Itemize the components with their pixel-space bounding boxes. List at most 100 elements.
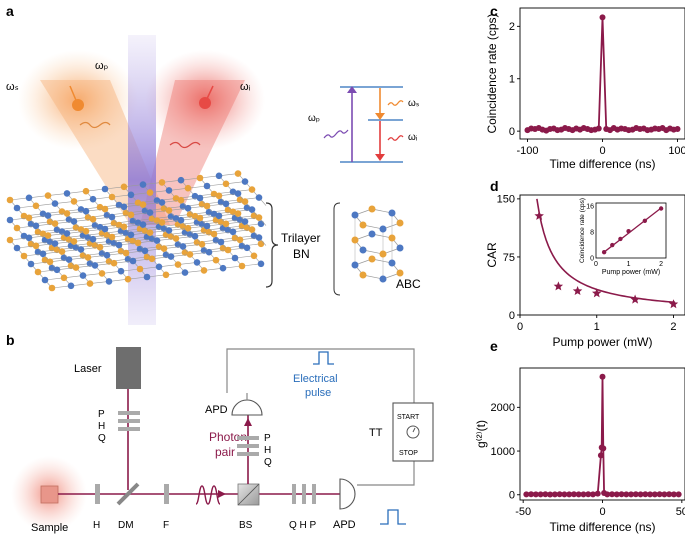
y-tick-label: 1 bbox=[509, 74, 515, 86]
boron-atom bbox=[210, 190, 218, 198]
boron-atom bbox=[186, 251, 194, 258]
nitrogen-atom bbox=[203, 222, 211, 230]
x-tick-label: 2 bbox=[670, 321, 676, 333]
omega-p-label: ωₚ bbox=[95, 60, 109, 72]
nitrogen-atom bbox=[44, 212, 52, 219]
omega-s-label: ωₛ bbox=[6, 81, 19, 93]
nitrogen-atom bbox=[179, 243, 187, 250]
inset-y-tick-label: 16 bbox=[586, 204, 594, 211]
nitrogen-atom bbox=[196, 194, 204, 202]
abc-atom-n bbox=[388, 209, 396, 217]
g2-data-point bbox=[561, 491, 568, 498]
nitrogen-atom bbox=[141, 247, 149, 255]
boron-atom bbox=[153, 217, 161, 224]
boron-atom bbox=[241, 198, 249, 205]
inset-y-tick-label: 8 bbox=[590, 230, 594, 237]
clock-hand bbox=[412, 427, 416, 433]
boron-atom bbox=[70, 198, 78, 205]
y-tick-label: 0 bbox=[509, 126, 515, 138]
y-axis-label: CAR bbox=[485, 242, 499, 268]
g2-data-point bbox=[599, 373, 606, 380]
inset-x-tick-label: 2 bbox=[659, 261, 663, 268]
electrical-label: Electrical bbox=[293, 373, 338, 385]
nitrogen-atom bbox=[234, 190, 242, 197]
boron-atom bbox=[122, 249, 130, 257]
abc-atom-n bbox=[368, 230, 376, 238]
boron-atom bbox=[212, 256, 220, 264]
boron-atom bbox=[146, 189, 154, 196]
signal-squiggle bbox=[387, 100, 404, 106]
g2-data-point bbox=[537, 491, 544, 498]
top-waveplate-h bbox=[237, 444, 259, 448]
filter-f bbox=[164, 484, 169, 504]
nitrogen-atom bbox=[96, 223, 104, 231]
beam-splitter-diagonal bbox=[237, 483, 260, 506]
inset-x-tick-label: 0 bbox=[594, 261, 598, 268]
boron-atom bbox=[58, 248, 66, 255]
boron-atom bbox=[236, 236, 244, 244]
reflected-arrow bbox=[244, 418, 252, 426]
boron-atom bbox=[148, 255, 156, 263]
bs-label: BS bbox=[239, 520, 253, 531]
omega-i-label: ωᵢ bbox=[240, 81, 251, 93]
nitrogen-atom bbox=[217, 238, 225, 246]
x-tick-label: 50 bbox=[676, 506, 685, 518]
g2-data-point bbox=[597, 452, 604, 459]
x-tick-label: 0 bbox=[599, 506, 605, 518]
panel-letter-a: a bbox=[6, 3, 14, 19]
boron-atom bbox=[72, 264, 80, 271]
coincidence-data-point bbox=[599, 14, 606, 21]
inset-data-point bbox=[618, 236, 623, 242]
boron-atom bbox=[46, 258, 54, 266]
tt-stop: STOP bbox=[399, 450, 418, 457]
pair-label: pair bbox=[215, 445, 235, 459]
dm-label: DM bbox=[118, 520, 134, 531]
y-axis-label: Coincidence rate (cps) bbox=[485, 13, 499, 133]
y-tick-label: 75 bbox=[503, 252, 515, 264]
boron-atom bbox=[82, 227, 90, 235]
nitrogen-atom bbox=[115, 241, 123, 249]
nitrogen-atom bbox=[165, 227, 173, 234]
right-waveplate-p bbox=[312, 484, 316, 504]
wire-top bbox=[226, 348, 415, 404]
nitrogen-atom bbox=[193, 259, 201, 266]
coincidence-data-point bbox=[595, 125, 602, 132]
phq-top-h: H bbox=[264, 445, 271, 456]
g2-data-point bbox=[609, 491, 616, 498]
boron-atom bbox=[196, 214, 204, 222]
abc-stacking-model bbox=[351, 205, 404, 283]
nitrogen-atom bbox=[65, 256, 73, 263]
boron-atom bbox=[224, 246, 232, 254]
nitrogen-atom bbox=[222, 200, 230, 208]
boron-atom bbox=[120, 183, 128, 191]
panel-letter-e: e bbox=[490, 338, 498, 354]
g2-data-point bbox=[600, 445, 607, 452]
apd-right-detector bbox=[339, 478, 356, 510]
pump-arrow-head bbox=[347, 86, 357, 93]
g2-data-point bbox=[594, 490, 601, 497]
tt-start: START bbox=[397, 414, 420, 421]
trilayer-label: Trilayer bbox=[281, 231, 321, 245]
right-waveplate-q bbox=[292, 484, 296, 504]
boron-atom bbox=[210, 230, 218, 238]
boron-atom bbox=[172, 195, 180, 202]
bn-lattice bbox=[6, 170, 267, 292]
trilayer-bracket bbox=[265, 202, 279, 288]
abc-atom-n bbox=[396, 244, 404, 252]
g2-data-point bbox=[570, 491, 577, 498]
panel-letter-b: b bbox=[6, 332, 15, 348]
nitrogen-atom bbox=[89, 235, 97, 243]
nitrogen-atom bbox=[39, 210, 47, 218]
inset-y-tick-label: 0 bbox=[590, 256, 594, 263]
abc-atom-n bbox=[359, 246, 367, 254]
abc-atom-n bbox=[351, 261, 359, 269]
sample bbox=[40, 485, 59, 504]
nitrogen-atom bbox=[229, 188, 237, 196]
inset-data-point bbox=[642, 218, 648, 223]
coincidence-series-line bbox=[527, 17, 678, 132]
nitrogen-atom bbox=[143, 273, 151, 281]
g2-data-point bbox=[651, 491, 658, 498]
x-tick-label: -50 bbox=[515, 506, 531, 518]
idler-arrow-head bbox=[375, 154, 385, 161]
